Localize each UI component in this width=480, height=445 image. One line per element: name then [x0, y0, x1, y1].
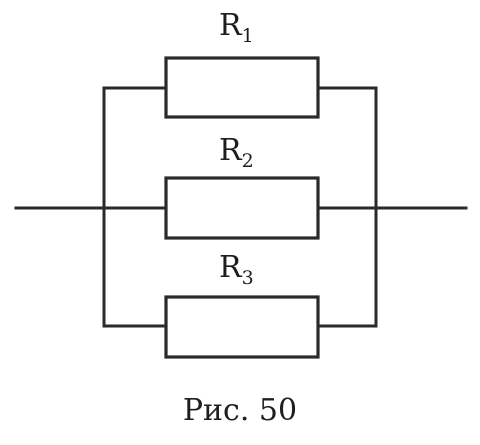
- resistor-r2-label: R2: [219, 133, 254, 172]
- resistor-r3: [164, 295, 320, 359]
- resistor-r1-label: R1: [219, 8, 254, 47]
- resistor-r2: [164, 176, 320, 240]
- resistor-r3-label: R3: [219, 250, 254, 289]
- figure-caption: Рис. 50: [183, 393, 297, 428]
- resistor-r1: [164, 56, 320, 119]
